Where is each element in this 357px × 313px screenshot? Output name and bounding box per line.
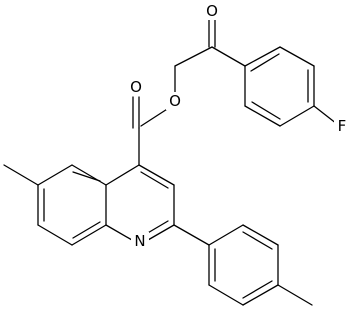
bond-tol-2 <box>242 224 279 246</box>
bond-ch2-ketone <box>174 46 213 67</box>
bond-c4a-c5 <box>71 164 107 186</box>
bond-fph-1 <box>244 46 281 67</box>
bond-tol-4 <box>242 284 279 306</box>
bond-c8-c8a <box>71 224 107 246</box>
bond-ketone-aryl <box>211 46 246 67</box>
bond-c4a-c4 <box>105 164 140 186</box>
bond-c4-c3 <box>138 164 175 186</box>
bond-tol-5 <box>208 284 244 306</box>
atom-o-ester-link: O <box>169 92 181 110</box>
bond-c-f <box>313 105 338 125</box>
bond-c2-n-inner <box>145 220 169 235</box>
bond-tol-inner-a <box>242 231 273 250</box>
atom-n: N <box>134 232 145 250</box>
bond-c2-n <box>147 224 175 241</box>
atom-f: F <box>338 117 347 135</box>
bond-c4-c3-inner <box>140 171 169 189</box>
bond-c2-tolyl <box>173 224 210 246</box>
bond-c5-c6 <box>37 164 73 186</box>
bond-fph-5 <box>244 105 281 127</box>
bond-fph-2 <box>279 46 315 67</box>
bond-tol-inner-b <box>242 280 273 299</box>
bond-c6-methyl <box>3 164 39 186</box>
bond-fph-inner-a <box>250 53 280 72</box>
bond-fph-4 <box>279 105 315 127</box>
atom-o-ketone: O <box>206 2 218 20</box>
atom-o-ester-carbonyl: O <box>130 78 142 96</box>
bond-tol-1 <box>208 224 244 246</box>
bond-c7-c8 <box>37 224 73 246</box>
bond-c4a-c5-inner <box>72 171 101 182</box>
bond-c8-c8a-inner <box>72 221 101 239</box>
bond-tolyl-methyl <box>277 284 313 306</box>
bond-n-c8a <box>105 224 133 241</box>
bond-fph-inner-c <box>251 101 281 120</box>
